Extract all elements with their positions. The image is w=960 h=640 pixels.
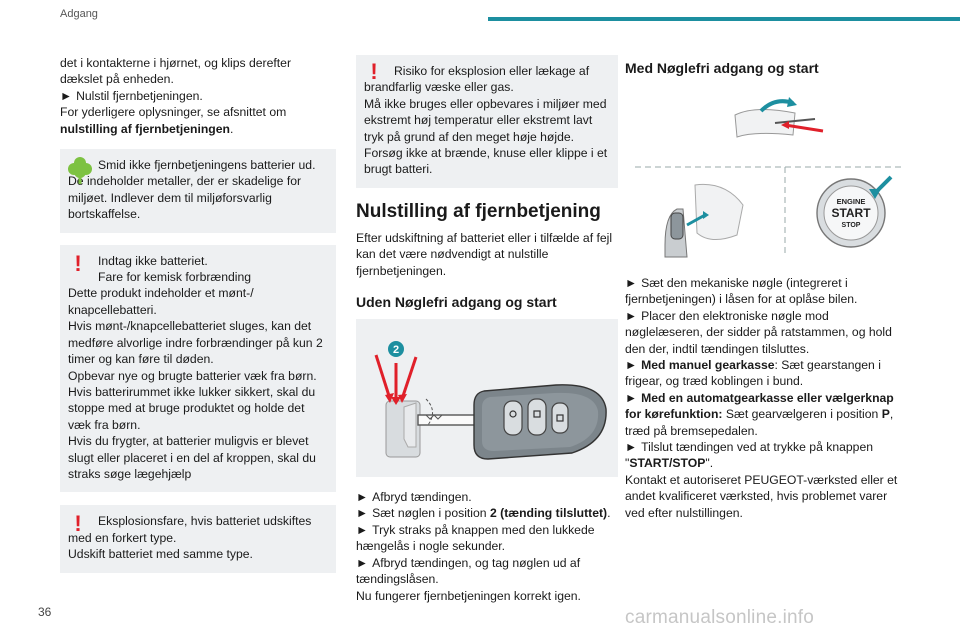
start-label: START: [831, 206, 871, 220]
step-item: ►Sæt nøglen i position 2 (tænding tilslu…: [356, 505, 618, 521]
column-3: Med Nøglefri adgang og start ENGINE STAR…: [625, 55, 905, 521]
step-text-bold: 2 (tænding tilsluttet): [489, 506, 608, 521]
header-rule: [488, 17, 960, 21]
intro-text: det i kontakterne i hjørnet, og klips de…: [60, 56, 292, 87]
warning-line: Må ikke bruges eller opbevares i miljøer…: [364, 96, 607, 144]
key-ignition-illustration: 2: [356, 319, 618, 478]
warning-line-text: Fare for kemisk forbrænding: [98, 270, 252, 285]
engine-label: ENGINE: [837, 197, 866, 206]
step-text-bold: Med manuel gearkasse: [641, 358, 775, 373]
closing-text: Nu fungerer fjernbetjeningen korrekt ige…: [356, 588, 581, 603]
warning-line: Hvis batterirummet ikke lukker sikkert, …: [68, 384, 316, 432]
warning-line: Dette produkt indeholder et mønt-/ knapc…: [68, 286, 254, 317]
column-2: ! Risiko for eksplosion eller lækage af …: [356, 55, 618, 604]
step-item: ►Nulstil fjernbetjeningen.: [60, 88, 336, 104]
step-item: ►Tilslut tændingen ved at trykke på knap…: [625, 439, 905, 472]
subsection-heading: Uden Nøglefri adgang og start: [356, 294, 557, 311]
more-info-text: For yderligere oplysninger, se afsnittet…: [60, 104, 336, 137]
step-text: Nulstil fjernbetjeningen.: [76, 88, 203, 103]
warning-box-explosion: ! Eksplosionsfare, hvis batteriet udskif…: [60, 505, 336, 573]
section-body: Efter udskiftning af batteriet eller i t…: [356, 230, 613, 278]
step-item: ►Med en automatgearkasse eller vælgerkna…: [625, 390, 905, 439]
warning-line: Fare for kemisk forbrænding: [68, 269, 328, 285]
step-text: Placer den elektroniske nøgle mod nøglel…: [625, 308, 892, 356]
keyless-start-illustration: ENGINE START STOP: [625, 85, 905, 265]
subsection-heading: Med Nøglefri adgang og start: [625, 60, 819, 76]
section-heading: Nulstilling af fjernbetjening: [356, 200, 601, 222]
warning-icon: !: [74, 250, 82, 276]
step-text-end: ".: [705, 456, 714, 471]
warning-line-text: Eksplosionsfare, hvis batteriet udskifte…: [68, 514, 312, 545]
recycle-tree-icon: [68, 157, 92, 185]
warning-line-text: Indtag ikke batteriet.: [98, 253, 208, 268]
warning-line: Risiko for eksplosion eller lækage af br…: [364, 63, 610, 96]
warning-icon: !: [74, 511, 82, 537]
position-badge: 2: [393, 344, 399, 356]
warning-line: Hvis mønt-/knapcellebatteriet sluges, ka…: [68, 319, 323, 367]
step-text: Tryk straks på knappen med den lukkede h…: [356, 522, 595, 554]
page-number: 36: [38, 605, 52, 619]
arrow-icon: ►: [625, 440, 638, 455]
step-text-end: , træd på bremsepedalen.: [625, 407, 894, 438]
arrow-icon: ►: [356, 490, 369, 505]
arrow-icon: ►: [60, 88, 73, 103]
arrow-icon: ►: [356, 555, 369, 570]
arrow-icon: ►: [625, 308, 638, 323]
step-text-bold: START/STOP: [629, 456, 706, 471]
running-header: Adgang: [60, 8, 98, 20]
warning-box-battery: ! Indtag ikke batteriet. Fare for kemisk…: [60, 244, 336, 493]
warning-line: Forsøg ikke at brænde, knuse eller klipp…: [364, 146, 608, 177]
keyless-start-icon: ENGINE START STOP: [635, 97, 903, 258]
warning-line: Indtag ikke batteriet.: [68, 253, 328, 269]
watermark: carmanualsonline.info: [625, 607, 815, 628]
ignition-key-icon: 2: [374, 341, 607, 460]
more-info-end: .: [229, 121, 234, 136]
step-text: Afbryd tændingen, og tag nøglen ud af tæ…: [356, 555, 581, 587]
step-text: Afbryd tændingen.: [372, 490, 472, 505]
warning-line: Hvis du frygter, at batterier muligvis e…: [68, 434, 316, 481]
arrow-icon: ►: [356, 506, 369, 521]
step-item: ►Sæt den mekaniske nøgle (integreret i f…: [625, 275, 905, 308]
step-item: ►Tryk straks på knappen med den lukkede …: [356, 522, 618, 555]
stop-label: STOP: [842, 222, 861, 229]
column-1: det i kontakterne i hjørnet, og klips de…: [60, 55, 336, 573]
step-item: ►Med manuel gearkasse: Sæt gearstangen i…: [625, 357, 905, 390]
arrow-icon: ►: [625, 358, 638, 373]
arrow-icon: ►: [625, 276, 638, 290]
environment-text-body: Smid ikke fjernbetjeningens batterier ud…: [68, 158, 316, 222]
step-text: Sæt gearvælgeren i position: [722, 407, 882, 422]
environment-box: Smid ikke fjernbetjeningens batterier ud…: [60, 149, 336, 233]
more-info-lead: For yderligere oplysninger, se afsnittet…: [60, 105, 287, 120]
step-text: Sæt den mekaniske nøgle (integreret i fj…: [625, 276, 858, 307]
warning-line-text: Risiko for eksplosion eller lækage af br…: [364, 64, 590, 95]
step-item: ►Afbryd tændingen.: [356, 489, 618, 505]
environment-text: Smid ikke fjernbetjeningens batterier ud…: [68, 157, 328, 223]
warning-line: Udskift batteriet med samme type.: [68, 547, 253, 562]
step-item: ►Afbryd tændingen, og tag nøglen ud af t…: [356, 555, 618, 588]
more-info-link: nulstilling af fjernbetjeningen: [60, 121, 230, 136]
step-text-end: .: [607, 506, 611, 521]
warning-icon: !: [370, 59, 378, 84]
arrow-icon: ►: [625, 390, 638, 405]
step-text: Tilslut tændingen ved at trykke på knapp…: [625, 440, 874, 471]
step-text-bold: Med en automatgearkasse eller vælgerknap…: [625, 390, 894, 422]
step-item: ►Placer den elektroniske nøgle mod nøgle…: [625, 308, 905, 357]
step-text: Sæt nøglen i position: [372, 506, 490, 521]
step-text: : Sæt gearstangen i frigear, og træd kob…: [625, 358, 881, 389]
arrow-icon: ►: [356, 522, 369, 537]
warning-box-leak: ! Risiko for eksplosion eller lækage af …: [356, 55, 618, 188]
warning-line: Eksplosionsfare, hvis batteriet udskifte…: [68, 513, 328, 546]
step-text-bold: P: [881, 407, 890, 422]
warning-line: Opbevar nye og brugte batterier væk fra …: [68, 368, 317, 383]
closing-text: Kontakt et autoriseret PEUGEOT-værksted …: [625, 472, 898, 520]
